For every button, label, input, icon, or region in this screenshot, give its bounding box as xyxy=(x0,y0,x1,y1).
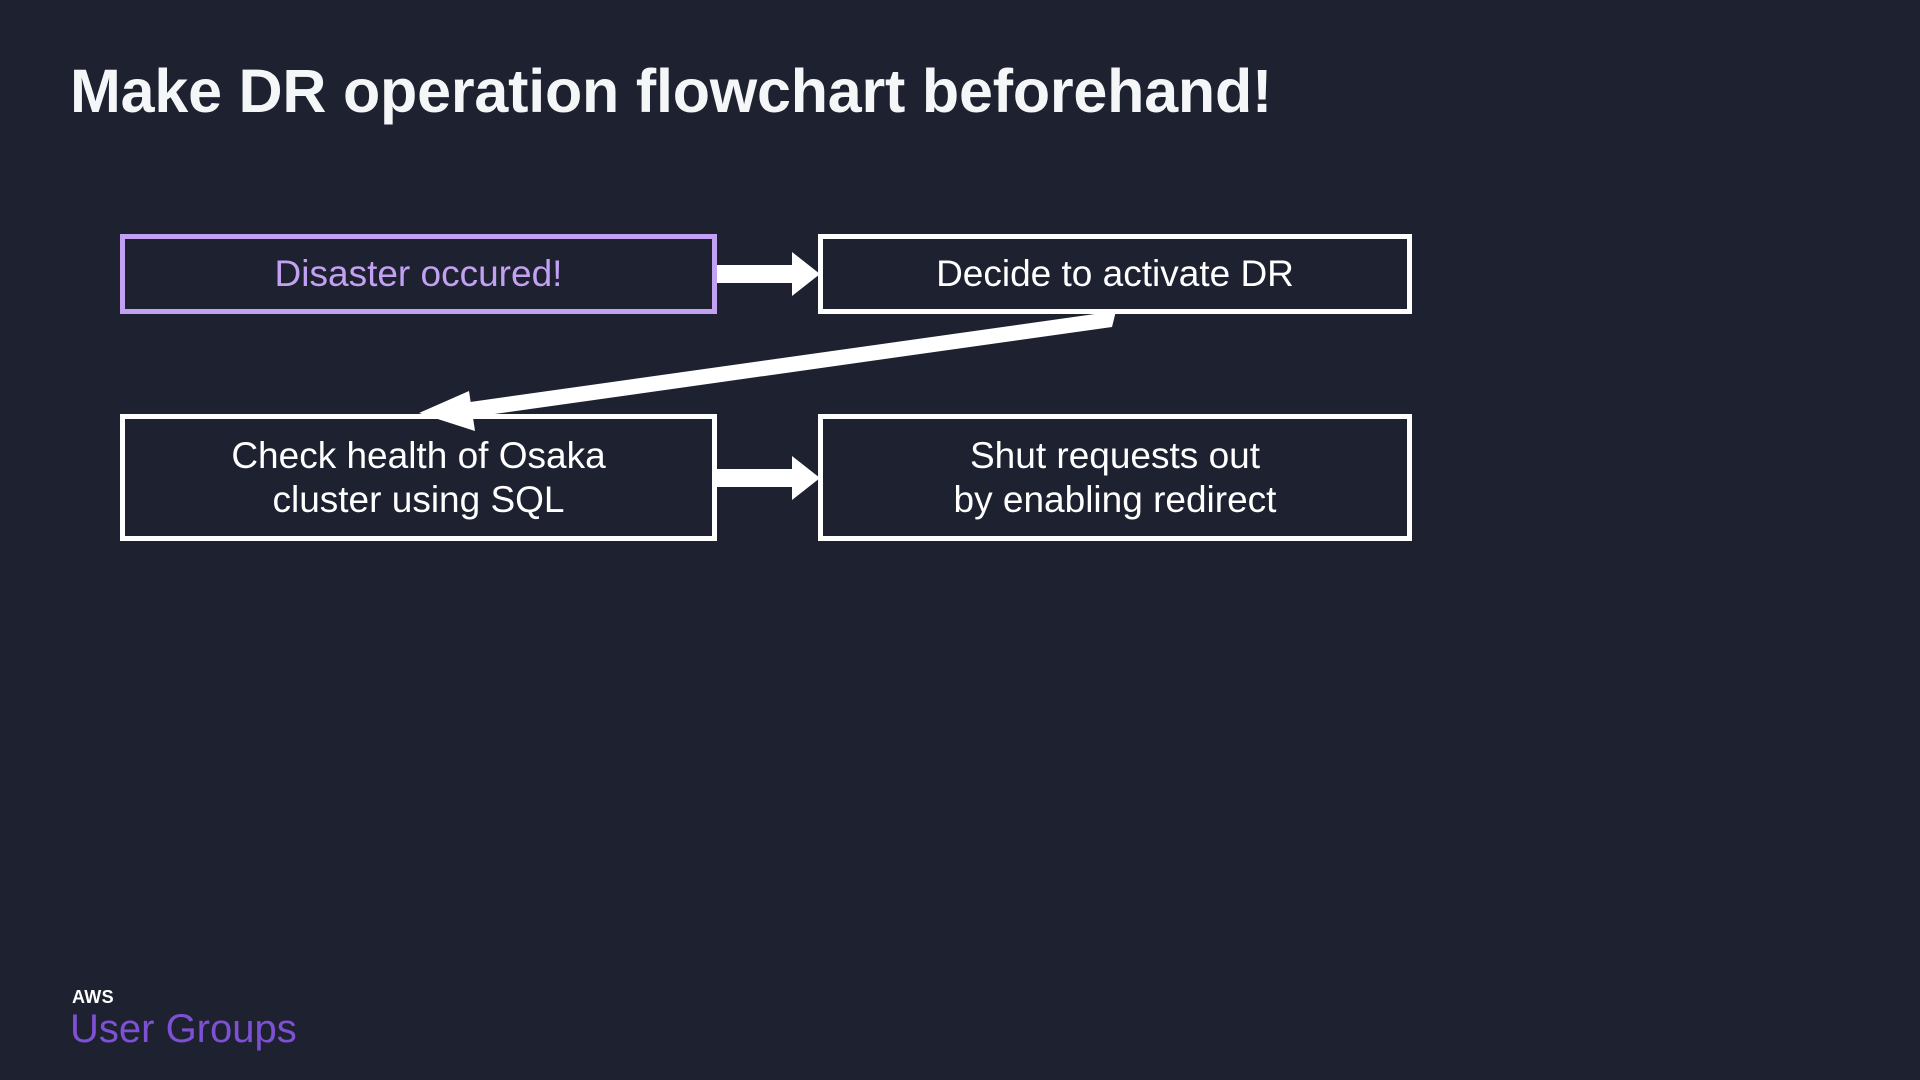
flow-node-shut-requests-label-line2: by enabling redirect xyxy=(953,478,1277,520)
flow-node-check-health-of-osaka-cluster[interactable]: Check health of Osaka cluster using SQL xyxy=(120,414,717,541)
flow-edge-decide-to-check-health xyxy=(419,311,1116,431)
flow-node-shut-requests-out[interactable]: Shut requests out by enabling redirect xyxy=(818,414,1412,541)
flow-node-check-health-label: Check health of Osaka cluster using SQL xyxy=(125,434,712,521)
flow-node-shut-requests-label: Shut requests out by enabling redirect xyxy=(823,434,1407,521)
flow-node-decide-to-activate-dr-label: Decide to activate DR xyxy=(936,253,1294,295)
flow-node-decide-to-activate-dr[interactable]: Decide to activate DR xyxy=(818,234,1412,314)
flow-node-disaster-occured[interactable]: Disaster occured! xyxy=(120,234,717,314)
aws-user-groups-logo: AWS User Groups xyxy=(70,988,297,1049)
flow-edge-check-health-to-shut-requests xyxy=(717,456,820,500)
flow-node-disaster-occured-label: Disaster occured! xyxy=(274,253,563,295)
flow-node-check-health-label-line1: Check health of Osaka xyxy=(231,434,606,476)
flow-edge-disaster-to-decide xyxy=(717,252,820,296)
user-groups-wordmark: User Groups xyxy=(70,1007,297,1051)
flow-node-shut-requests-label-line1: Shut requests out xyxy=(969,434,1261,476)
page-title: Make DR operation flowchart beforehand! xyxy=(70,57,1273,125)
aws-wordmark: AWS xyxy=(72,987,114,1007)
flow-node-check-health-label-line2: cluster using SQL xyxy=(272,478,565,520)
